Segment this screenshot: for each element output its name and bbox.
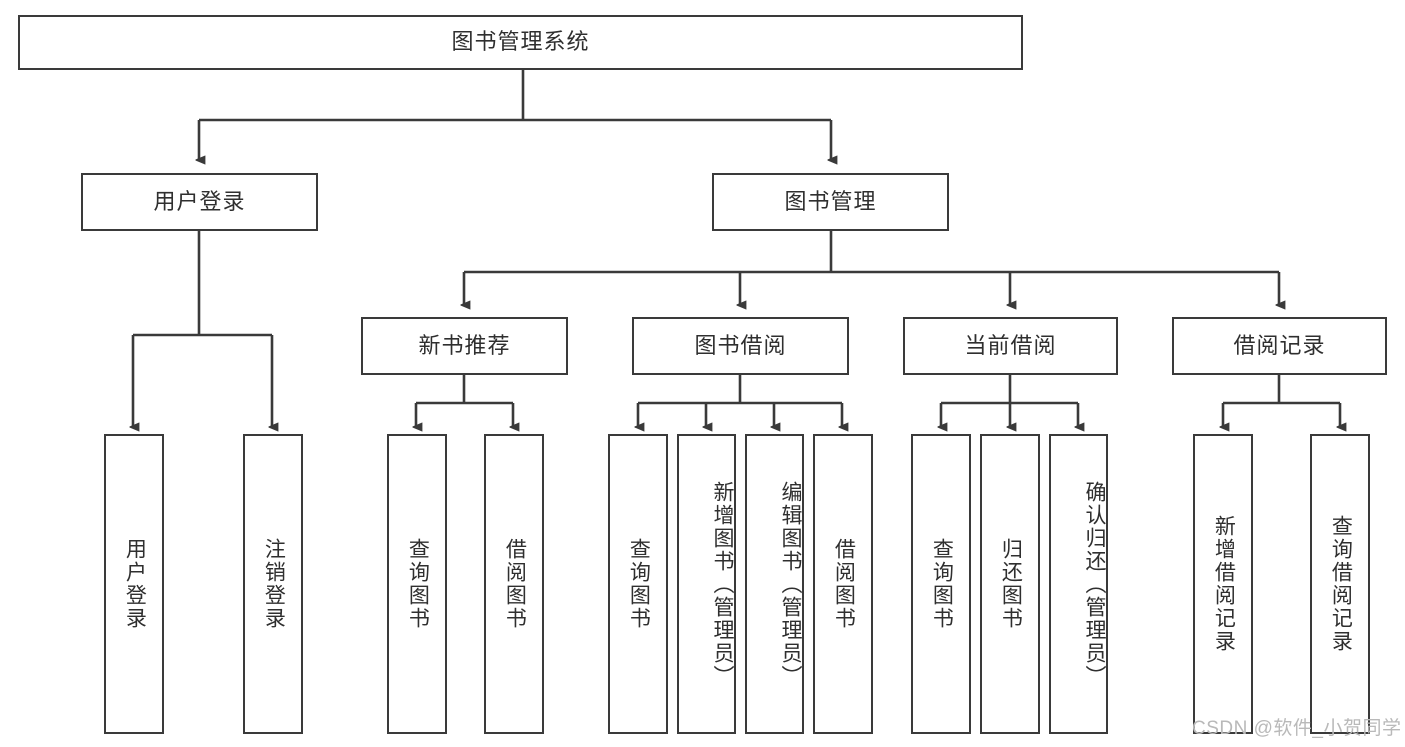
- node-leaf-confirm-return-admin[interactable]: 确认归还（管理员）: [1049, 434, 1108, 734]
- node-borrow-record[interactable]: 借阅记录: [1172, 317, 1387, 375]
- node-root-book-management-system[interactable]: 图书管理系统: [18, 15, 1023, 70]
- csdn-watermark: CSDN @软件_小贺同学: [1192, 718, 1402, 739]
- node-leaf-add-book-admin[interactable]: 新增图书（管理员）: [677, 434, 736, 734]
- node-leaf-logout-login[interactable]: 注销登录: [243, 434, 303, 734]
- node-leaf-borrow-book-borrow[interactable]: 借阅图书: [813, 434, 873, 734]
- node-current-borrow[interactable]: 当前借阅: [903, 317, 1118, 375]
- node-book-management[interactable]: 图书管理: [712, 173, 949, 231]
- node-leaf-query-book-borrow[interactable]: 查询图书: [608, 434, 668, 734]
- node-leaf-query-book-current[interactable]: 查询图书: [911, 434, 971, 734]
- node-leaf-edit-book-admin[interactable]: 编辑图书（管理员）: [745, 434, 804, 734]
- node-book-borrow[interactable]: 图书借阅: [632, 317, 849, 375]
- node-leaf-borrow-book-recommend[interactable]: 借阅图书: [484, 434, 544, 734]
- node-leaf-add-borrow-record[interactable]: 新增借阅记录: [1193, 434, 1253, 734]
- node-user-login[interactable]: 用户登录: [81, 173, 318, 231]
- node-leaf-query-borrow-record[interactable]: 查询借阅记录: [1310, 434, 1370, 734]
- node-new-book-recommend[interactable]: 新书推荐: [361, 317, 568, 375]
- node-leaf-user-login[interactable]: 用户登录: [104, 434, 164, 734]
- node-leaf-query-book-recommend[interactable]: 查询图书: [387, 434, 447, 734]
- node-leaf-return-book[interactable]: 归还图书: [980, 434, 1040, 734]
